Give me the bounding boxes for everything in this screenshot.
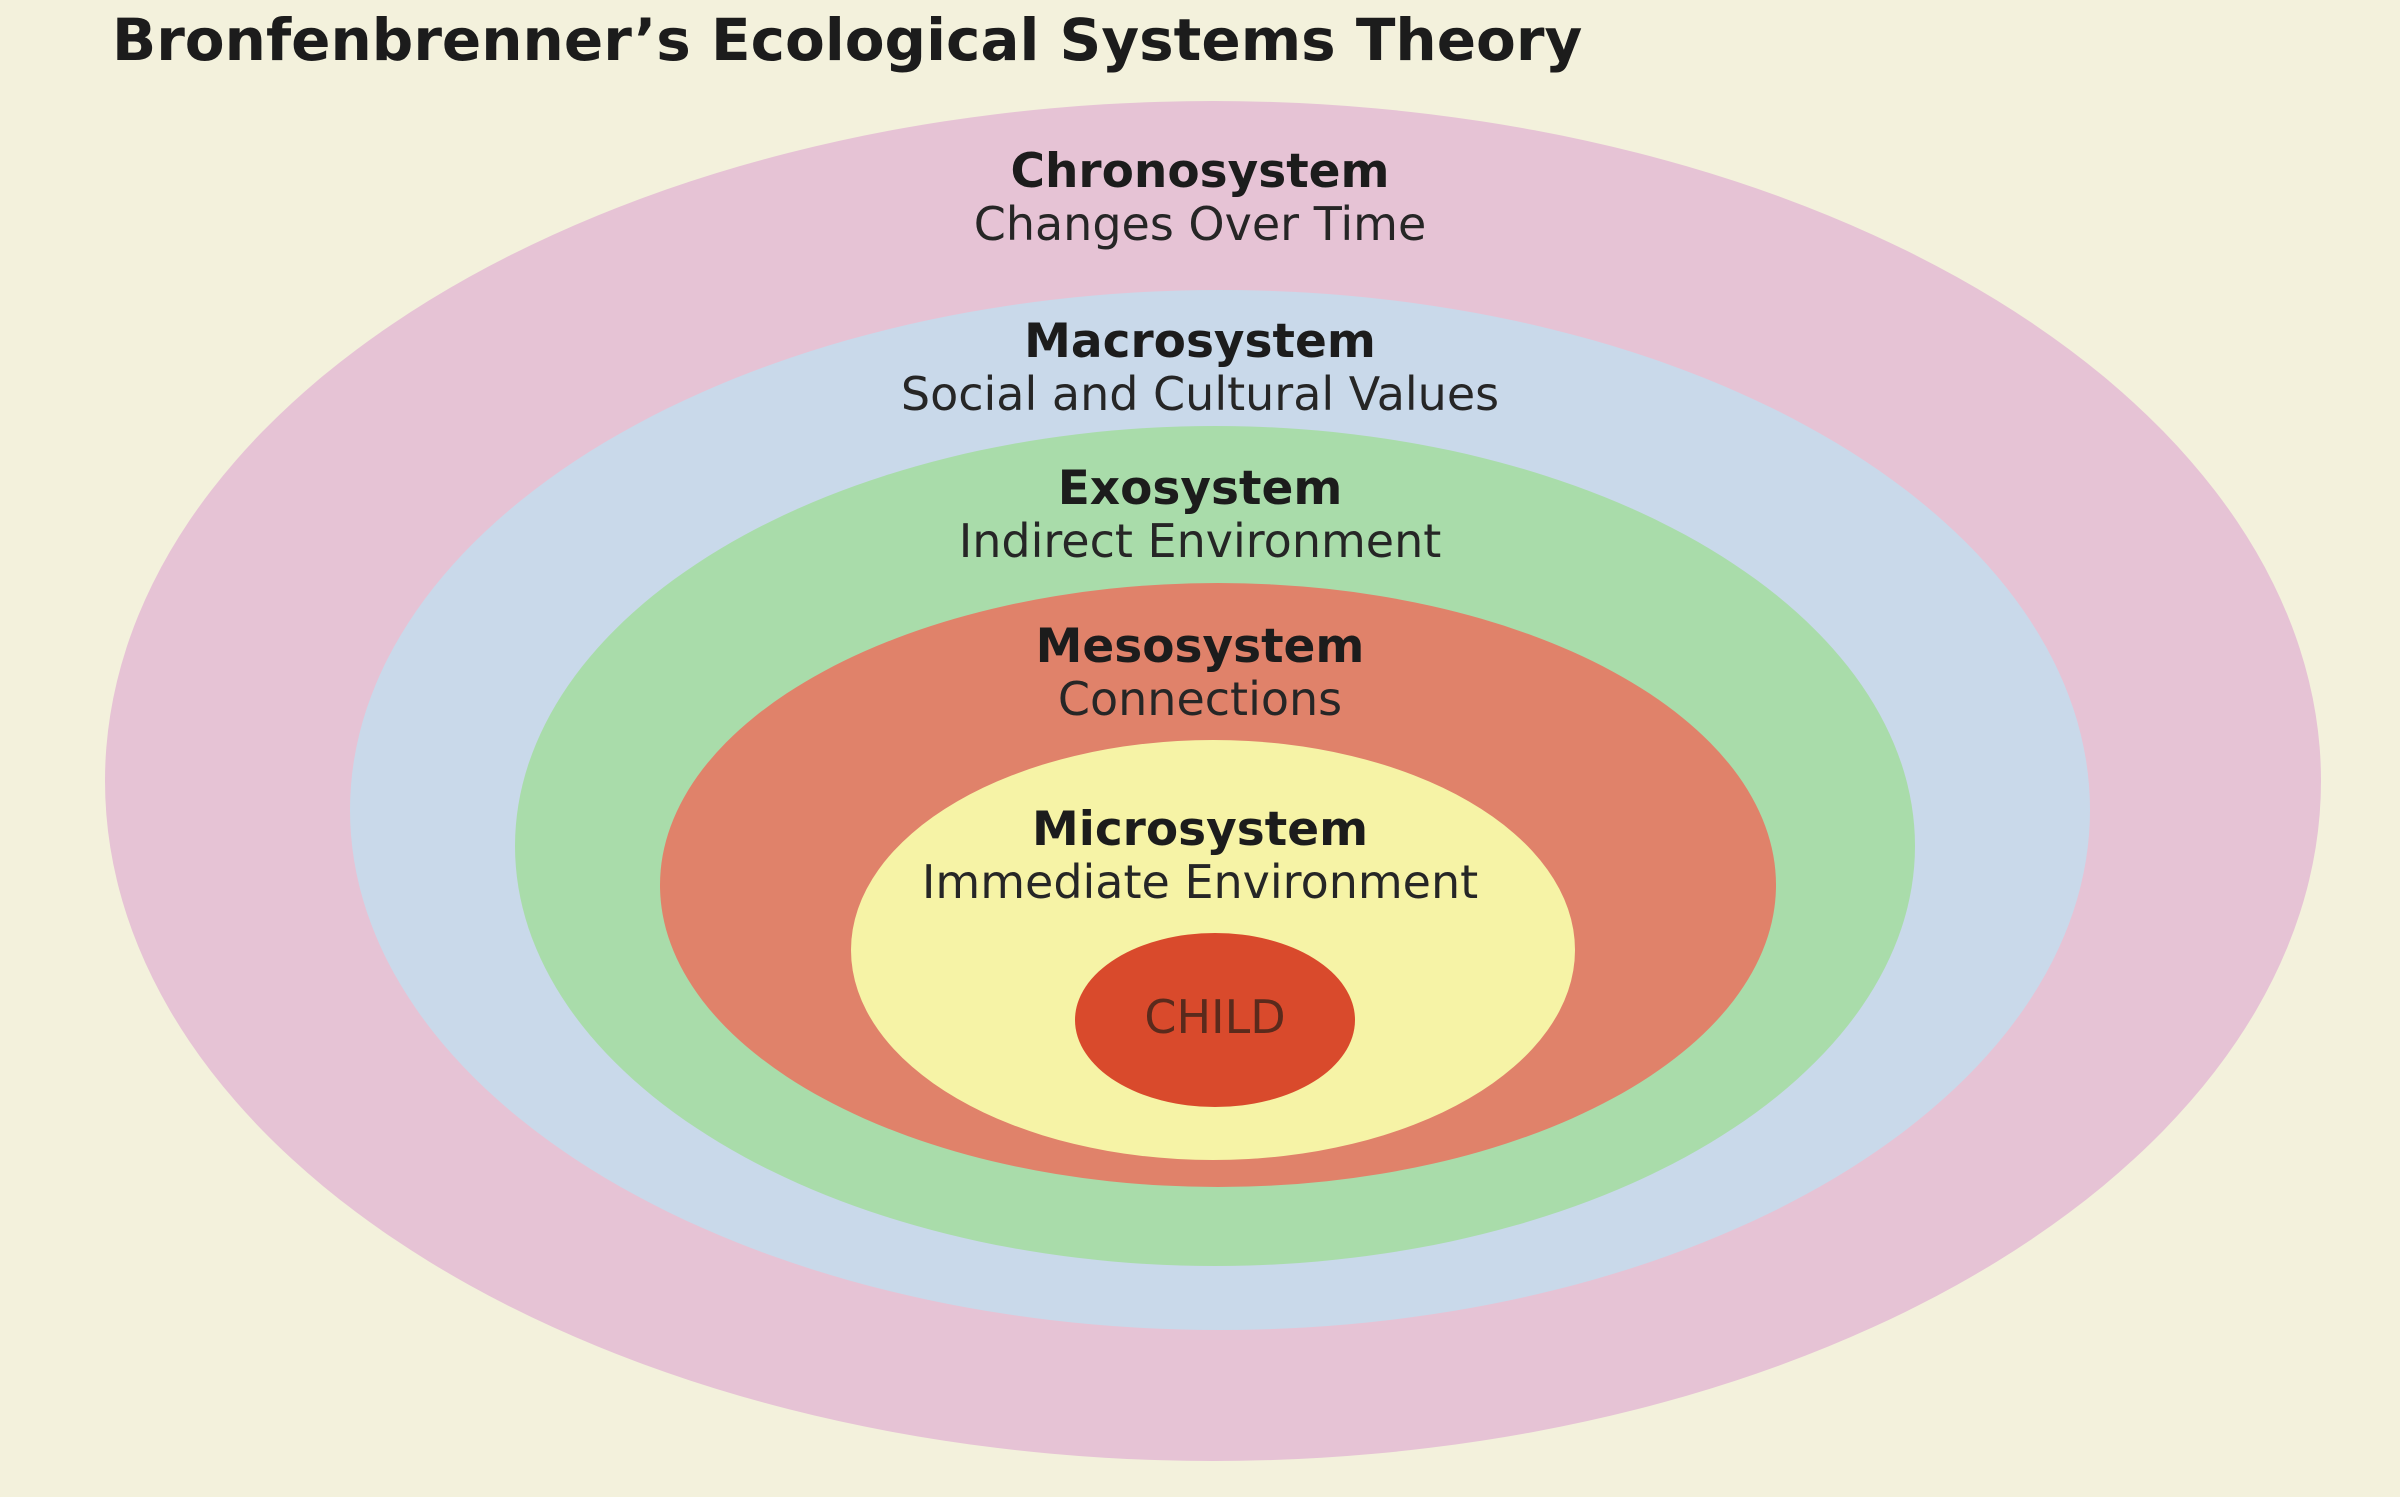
macrosystem-label: Macrosystem Social and Cultural Values bbox=[0, 318, 2400, 417]
mesosystem-name: Mesosystem bbox=[1035, 619, 1365, 674]
chronosystem-description: Changes Over Time bbox=[973, 197, 1427, 251]
exosystem-label: Exosystem Indirect Environment bbox=[0, 465, 2400, 564]
child-circle bbox=[1075, 933, 1355, 1107]
microsystem-description: Immediate Environment bbox=[921, 855, 1479, 909]
mesosystem-description: Connections bbox=[1057, 672, 1343, 726]
exosystem-name: Exosystem bbox=[1057, 461, 1343, 516]
diagram-title: Bronfenbrenner’s Ecological Systems Theo… bbox=[112, 6, 1583, 74]
macrosystem-name: Macrosystem bbox=[1024, 314, 1376, 369]
chronosystem-name: Chronosystem bbox=[1010, 144, 1390, 199]
mesosystem-label: Mesosystem Connections bbox=[0, 623, 2400, 722]
exosystem-description: Indirect Environment bbox=[958, 514, 1442, 568]
macrosystem-description: Social and Cultural Values bbox=[900, 367, 1500, 421]
microsystem-label: Microsystem Immediate Environment bbox=[0, 806, 2400, 905]
chronosystem-label: Chronosystem Changes Over Time bbox=[0, 148, 2400, 247]
microsystem-name: Microsystem bbox=[1031, 802, 1369, 857]
child-label: CHILD bbox=[1144, 990, 1286, 1044]
